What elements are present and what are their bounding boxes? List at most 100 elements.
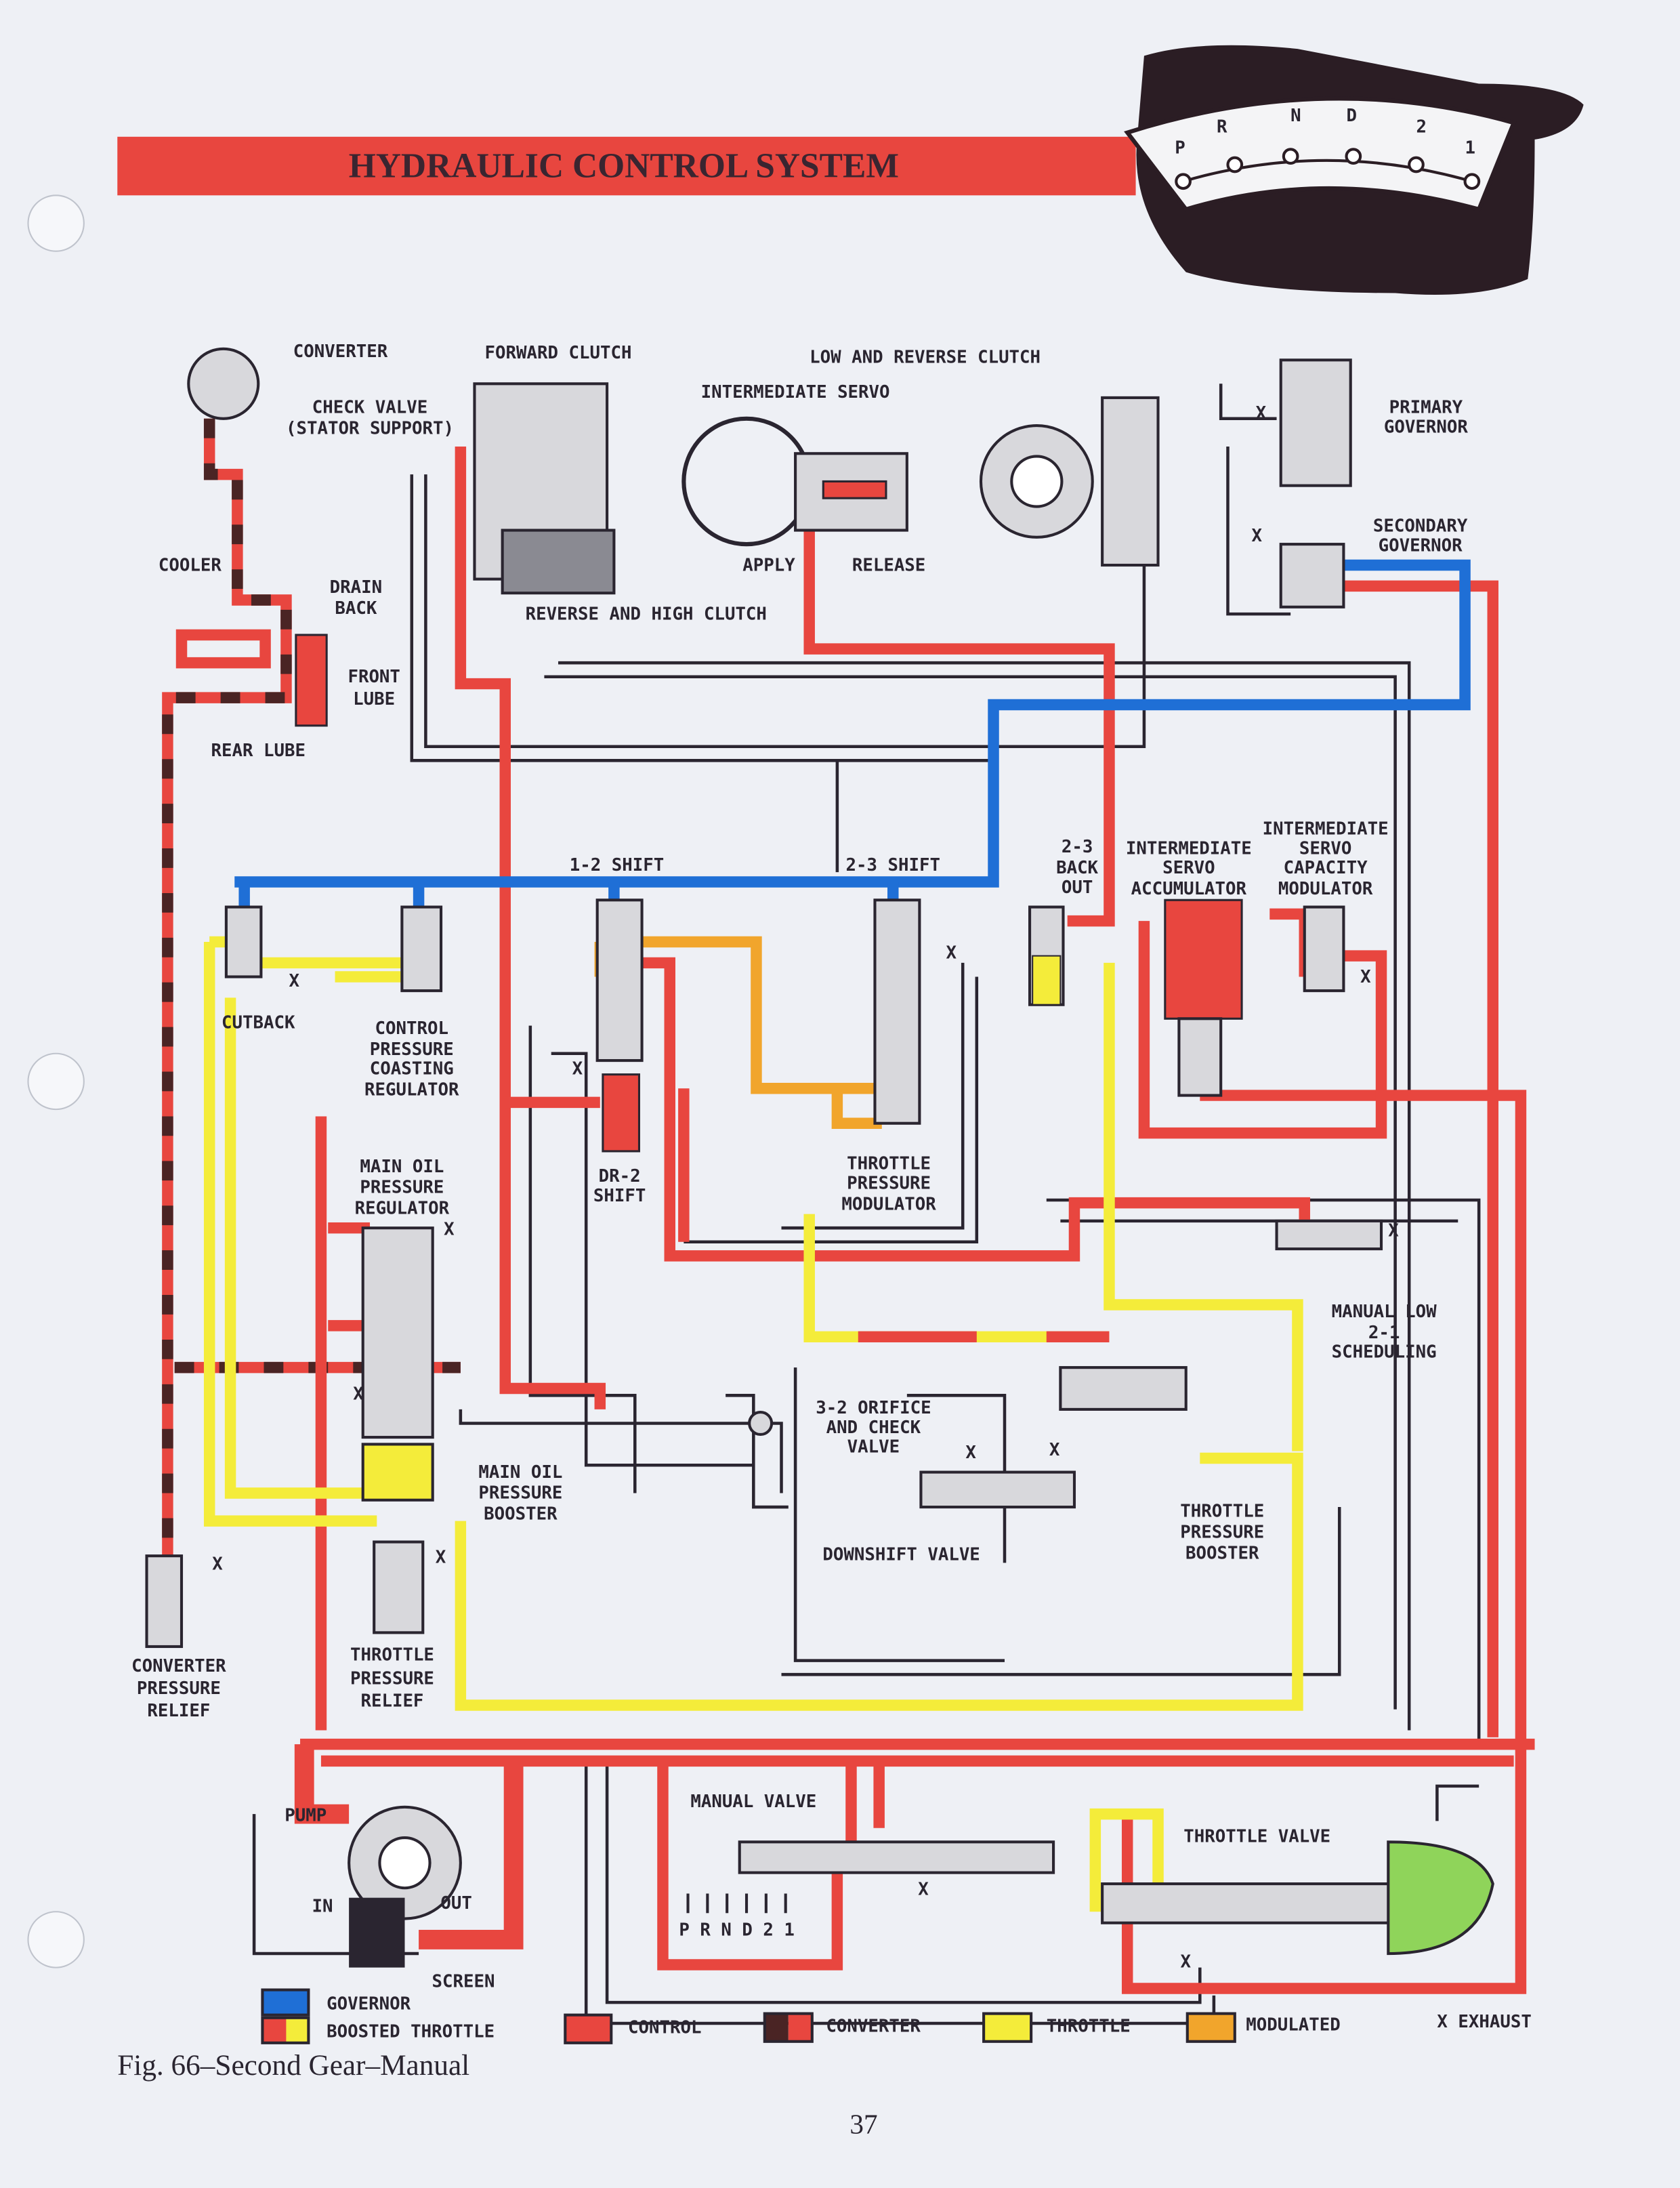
label-coasting-2: PRESSURE [370, 1039, 454, 1060]
throttle-circuit [203, 936, 1303, 1912]
label-manual-low: MANUAL LOW [1332, 1302, 1437, 1322]
label-accumulator-2: SERVO [1162, 858, 1215, 878]
page-title: HYDRAULIC CONTROL SYSTEM [349, 147, 899, 186]
legend-boosted-throttle: BOOSTED THROTTLE [327, 2022, 495, 2042]
legend-swatch-boosted [261, 2016, 310, 2044]
label-low-reverse-clutch: LOW AND REVERSE CLUTCH [810, 347, 1041, 367]
cutback-valve [224, 905, 263, 978]
label-cooler: COOLER [159, 555, 222, 575]
manual-lever-ticks [686, 1893, 787, 1914]
label-coasting-4: REGULATOR [364, 1080, 459, 1100]
components [145, 347, 1494, 1968]
legend-swatch-converter [763, 2012, 814, 2043]
figure-caption: Fig. 66–Second Gear–Manual [117, 2049, 469, 2082]
manual-low-scheduling-valve [1275, 1219, 1383, 1251]
shift-23-valve [873, 899, 921, 1125]
label-main-regulator: MAIN OIL [360, 1157, 444, 1177]
label-capacity-modulator-2: SERVO [1299, 838, 1351, 859]
main-oil-regulator-valve [361, 1226, 434, 1439]
exhaust-mark: X [1256, 403, 1267, 424]
shifter-r: R [1217, 117, 1227, 138]
label-back-out: 2-3 [1062, 837, 1093, 857]
label-throttle-relief-2: PRESSURE [350, 1669, 434, 1689]
label-intermediate-servo: INTERMEDIATE SERVO [701, 382, 890, 402]
throttle-valve-body [1101, 1882, 1397, 1924]
label-front-lube: FRONT [348, 667, 400, 687]
label-orifice-2: AND CHECK [826, 1418, 921, 1438]
manual-valve-body[interactable] [738, 1840, 1055, 1874]
label-drain-back: DRAIN [330, 577, 382, 598]
legend: GOVERNOR BOOSTED THROTTLE CONTROL CONVER… [261, 1988, 1532, 2044]
label-drain-back-2: BACK [335, 598, 377, 619]
label-pump: PUMP [285, 1805, 327, 1825]
modulated-circuit [594, 936, 894, 1129]
label-accumulator: INTERMEDIATE [1126, 838, 1252, 859]
label-apply: APPLY [742, 555, 795, 575]
exhaust-mark: X [1388, 1221, 1399, 1241]
label-main-regulator-2: PRESSURE [360, 1178, 444, 1198]
secondary-governor-valve [1279, 543, 1345, 608]
legend-swatch-control [564, 2013, 613, 2044]
legend-exhaust: X EXHAUST [1437, 2012, 1531, 2032]
exhaust-mark: X [289, 971, 300, 991]
legend-throttle: THROTTLE [1047, 2016, 1131, 2036]
shifter-2: 2 [1416, 117, 1427, 138]
exhaust-mark: X [1180, 1952, 1191, 1973]
label-shift-12: 1-2 SHIFT [570, 855, 664, 875]
exhaust-mark: X [436, 1547, 446, 1567]
coasting-regulator-valve [400, 905, 443, 993]
label-cutback: CUTBACK [222, 1013, 295, 1033]
intermediate-band [681, 416, 812, 547]
vacuum-modulator [1387, 1840, 1494, 1956]
label-converter-relief: CONVERTER [131, 1656, 226, 1676]
label-booster-2: PRESSURE [478, 1483, 562, 1504]
shifter-d: D [1347, 106, 1358, 126]
downshift-valve-body [919, 1470, 1076, 1509]
label-secondary-governor: SECONDARY [1373, 516, 1468, 537]
converter-relief-valve [145, 1554, 184, 1649]
legend-swatch-governor [261, 1988, 310, 2017]
reverse-high-clutch-assembly [501, 529, 616, 595]
label-booster-3: BOOSTER [484, 1504, 558, 1525]
exhaust-mark: X [918, 1880, 929, 1900]
label-converter-relief-3: RELIEF [147, 1701, 210, 1721]
label-release: RELEASE [852, 555, 925, 575]
exhaust-mark: X [444, 1219, 455, 1239]
label-primary-governor-2: GOVERNOR [1384, 417, 1468, 437]
throttle-relief-valve [373, 1540, 425, 1634]
binder-hole [27, 194, 85, 252]
legend-swatch-throttle [982, 2012, 1033, 2043]
legend-control: CONTROL [628, 2017, 701, 2038]
label-dr2-2: SHIFT [593, 1186, 646, 1206]
exhaust-mark: X [1360, 967, 1371, 987]
low-reverse-clutch-assembly [1101, 396, 1160, 567]
label-throttle-booster-2: PRESSURE [1180, 1522, 1264, 1542]
label-dr2: DR-2 [599, 1166, 641, 1186]
label-converter: CONVERTER [293, 342, 388, 362]
label-orifice-3: VALVE [847, 1437, 900, 1458]
shifter-1: 1 [1465, 138, 1475, 159]
legend-swatch-modulated [1185, 2012, 1236, 2043]
label-secondary-governor-2: GOVERNOR [1379, 535, 1463, 556]
exhaust-mark: X [946, 943, 957, 964]
label-pump-in: IN [312, 1896, 333, 1916]
label-front-lube-2: LUBE [353, 689, 395, 709]
binder-hole [27, 1052, 85, 1111]
exhaust-mark: X [572, 1059, 583, 1079]
page-number: 37 [849, 2109, 877, 2140]
label-throttle-relief: THROTTLE [350, 1645, 434, 1666]
exhaust-mark: X [212, 1554, 223, 1575]
label-capacity-modulator-4: MODULATOR [1278, 879, 1373, 899]
label-throttle-relief-3: RELIEF [360, 1691, 423, 1712]
drain-back-valve [295, 634, 328, 727]
label-orifice: 3-2 ORIFICE [816, 1398, 931, 1418]
torque-converter [187, 347, 260, 420]
label-manual-low-3: SCHEDULING [1332, 1342, 1437, 1363]
label-back-out-2: BACK [1056, 858, 1098, 878]
label-throttle-booster: THROTTLE [1180, 1501, 1264, 1521]
label-booster: MAIN OIL [478, 1462, 562, 1483]
label-downshift: DOWNSHIFT VALVE [822, 1544, 980, 1565]
label-capacity-modulator-3: CAPACITY [1284, 858, 1368, 878]
pump-screen[interactable] [349, 1897, 405, 1968]
title-bar [117, 136, 1136, 196]
